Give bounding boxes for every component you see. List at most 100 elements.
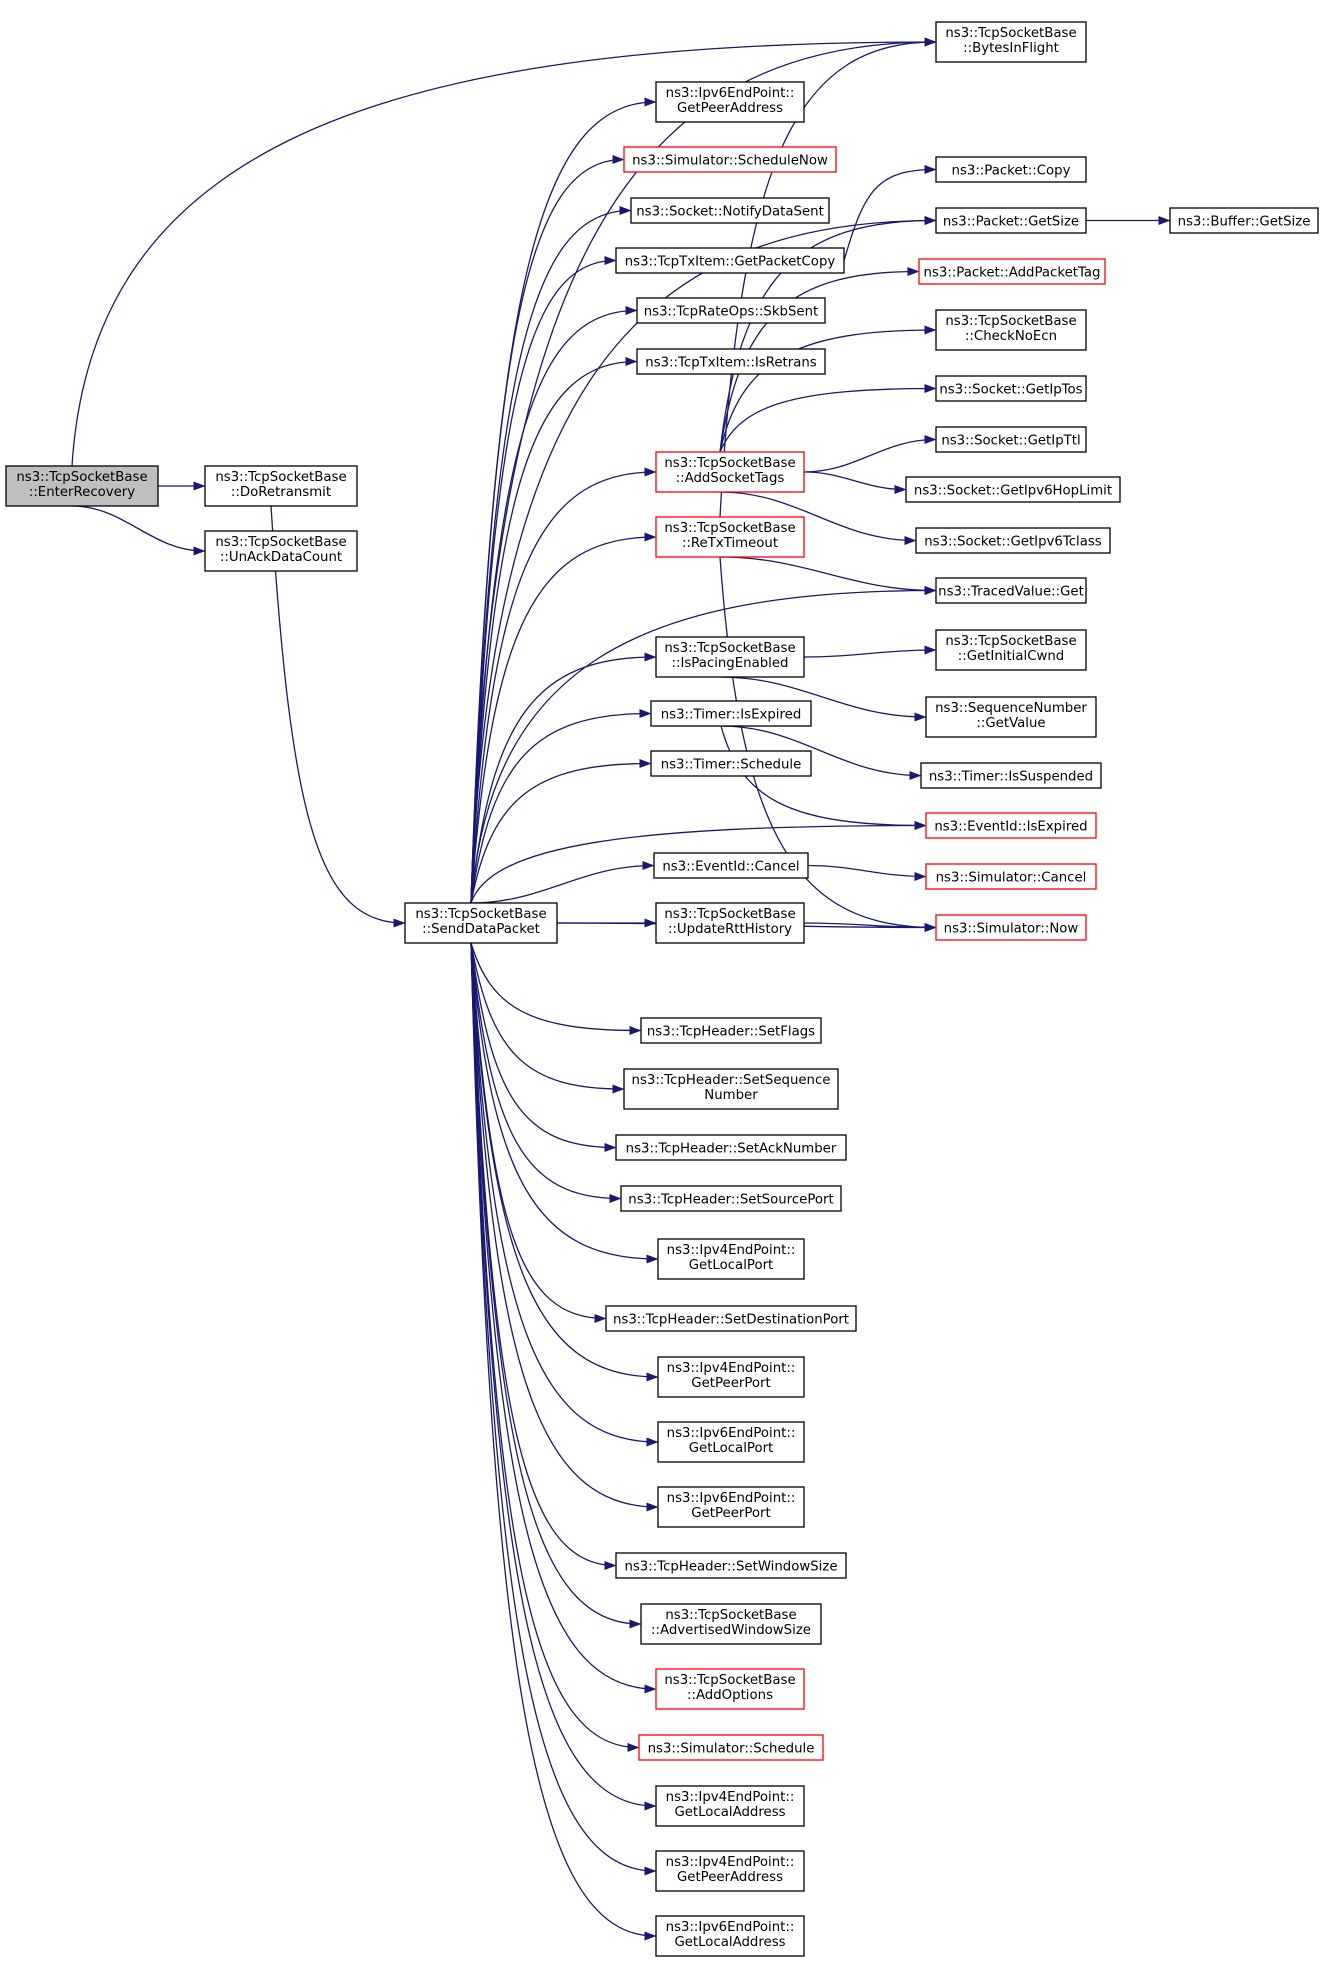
node-sim-schedule[interactable]: ns3::Simulator::Schedule: [638, 1734, 824, 1761]
node-box: [925, 696, 1097, 738]
edge-line: [719, 556, 936, 592]
edge-line: [470, 536, 656, 904]
edge-line: [470, 942, 641, 1032]
edge-line: [470, 712, 651, 904]
node-packet-get-size[interactable]: ns3::Packet::GetSize: [935, 207, 1087, 234]
node-label-line: ns3::TcpSocketBase: [664, 907, 795, 922]
node-timer-schedule[interactable]: ns3::Timer::Schedule: [650, 750, 812, 777]
edge-line: [470, 824, 926, 904]
node-get-packet-copy[interactable]: ns3::TcpTxItem::GetPacketCopy: [615, 247, 845, 274]
node-get-ipv6-hop-limit[interactable]: ns3::Socket::GetIpv6HopLimit: [905, 476, 1121, 503]
node-set-source-port[interactable]: ns3::TcpHeader::SetSourcePort: [620, 1185, 842, 1212]
edge-line: [719, 676, 926, 718]
edge-send_data_packet-to-ipv4_get_local_address: [470, 942, 657, 1811]
node-bytes-in-flight[interactable]: ns3::TcpSocketBase::BytesInFlight: [935, 21, 1087, 63]
node-sim-schedule-now[interactable]: ns3::Simulator::ScheduleNow: [623, 146, 837, 173]
node-add-options[interactable]: ns3::TcpSocketBase::AddOptions: [655, 1668, 805, 1710]
node-skb-sent[interactable]: ns3::TcpRateOps::SkbSent: [636, 297, 826, 324]
node-advertised-window-size[interactable]: ns3::TcpSocketBase::AdvertisedWindowSize: [640, 1603, 822, 1645]
edge-send_data_packet-to-add_socket_tags: [470, 467, 657, 904]
node-eventid-cancel[interactable]: ns3::EventId::Cancel: [653, 852, 809, 879]
node-box: [650, 750, 812, 777]
edge-line: [720, 725, 921, 777]
node-ipv4-get-local-port[interactable]: ns3::Ipv4EndPoint::GetLocalPort: [657, 1238, 805, 1280]
node-label-line: GetLocalPort: [689, 1441, 774, 1456]
arrowhead: [639, 708, 652, 719]
node-sim-cancel[interactable]: ns3::Simulator::Cancel: [925, 863, 1097, 890]
node-ipv6-get-peer-address[interactable]: ns3::Ipv6EndPoint::GetPeerAddress: [655, 81, 805, 123]
node-box: [636, 348, 826, 375]
edge-send_data_packet-to-is_retrans: [470, 356, 638, 904]
node-get-ip-ttl[interactable]: ns3::Socket::GetIpTtl: [935, 426, 1087, 453]
node-label-line: ::SendDataPacket: [422, 922, 540, 937]
node-box: [935, 629, 1087, 671]
node-label-line: ns3::TcpSocketBase: [16, 470, 147, 485]
node-get-initial-cwnd[interactable]: ns3::TcpSocketBase::GetInitialCwnd: [935, 629, 1087, 671]
node-is-retrans[interactable]: ns3::TcpTxItem::IsRetrans: [636, 348, 826, 375]
edge-retx_timeout-to-bytes_in_flight: [719, 37, 937, 518]
node-buffer-get-size[interactable]: ns3::Buffer::GetSize: [1169, 207, 1319, 234]
node-eventid-is-expired[interactable]: ns3::EventId::IsExpired: [925, 812, 1097, 839]
arrowhead: [629, 1619, 642, 1629]
node-box: [655, 1668, 805, 1710]
node-box: [655, 1785, 805, 1827]
node-box: [657, 1421, 805, 1463]
edge-send_data_packet-to-eventid_cancel: [470, 860, 655, 904]
node-update-rtt-history[interactable]: ns3::TcpSocketBase::UpdateRttHistory: [655, 902, 805, 944]
edge-line: [719, 491, 916, 542]
node-set-flags[interactable]: ns3::TcpHeader::SetFlags: [640, 1017, 822, 1044]
node-set-destination-port[interactable]: ns3::TcpHeader::SetDestinationPort: [605, 1305, 857, 1332]
node-ipv6-get-local-port[interactable]: ns3::Ipv6EndPoint::GetLocalPort: [657, 1421, 805, 1463]
node-timer-is-suspended[interactable]: ns3::Timer::IsSuspended: [920, 762, 1102, 789]
node-send-data-packet[interactable]: ns3::TcpSocketBase::SendDataPacket: [404, 902, 558, 944]
arrowhead: [193, 546, 206, 556]
node-get-ipv6-tclass[interactable]: ns3::Socket::GetIpv6Tclass: [915, 527, 1111, 554]
node-box: [620, 1185, 842, 1212]
edge-line: [470, 942, 656, 1937]
arrowhead: [644, 1684, 657, 1694]
edge-send_data_packet-to-sim_schedule_now: [470, 154, 625, 904]
node-seqnum-get-value[interactable]: ns3::SequenceNumber::GetValue: [925, 696, 1097, 738]
node-label-line: ns3::Packet::AddPacketTag: [924, 266, 1101, 281]
arrowhead: [914, 820, 927, 831]
node-retx-timeout[interactable]: ns3::TcpSocketBase::ReTxTimeout: [655, 516, 805, 558]
arrowhead: [646, 1254, 659, 1264]
node-label-line: ns3::Socket::NotifyDataSent: [636, 205, 824, 220]
node-add-socket-tags[interactable]: ns3::TcpSocketBase::AddSocketTags: [655, 451, 805, 493]
node-box: [920, 762, 1102, 789]
node-label-line: ns3::TracedValue::Get: [938, 585, 1084, 600]
node-sim-now[interactable]: ns3::Simulator::Now: [935, 914, 1087, 941]
node-box: [657, 1486, 805, 1528]
edge-line: [803, 471, 906, 491]
node-ipv4-get-local-address[interactable]: ns3::Ipv4EndPoint::GetLocalAddress: [655, 1785, 805, 1827]
edge-line: [470, 942, 658, 1378]
node-box: [935, 426, 1087, 453]
node-do-retransmit[interactable]: ns3::TcpSocketBase::DoRetransmit: [204, 465, 358, 507]
node-set-window-size[interactable]: ns3::TcpHeader::SetWindowSize: [615, 1552, 847, 1579]
node-unack-data-count[interactable]: ns3::TcpSocketBase::UnAckDataCount: [204, 530, 358, 572]
edge-send_data_packet-to-set_flags: [470, 942, 642, 1036]
node-traced-value-get[interactable]: ns3::TracedValue::Get: [935, 577, 1087, 604]
node-timer-is-expired[interactable]: ns3::Timer::IsExpired: [650, 700, 812, 727]
arrowhead: [625, 356, 638, 367]
node-packet-copy[interactable]: ns3::Packet::Copy: [935, 156, 1087, 183]
node-ipv6-get-peer-port[interactable]: ns3::Ipv6EndPoint::GetPeerPort: [657, 1486, 805, 1528]
node-check-no-ecn[interactable]: ns3::TcpSocketBase::CheckNoEcn: [935, 309, 1087, 351]
node-label-line: ns3::Ipv4EndPoint::: [667, 1243, 796, 1258]
node-ipv4-get-peer-address[interactable]: ns3::Ipv4EndPoint::GetPeerAddress: [655, 1850, 805, 1892]
node-label-line: ns3::TcpRateOps::SkbSent: [644, 305, 819, 320]
node-get-ip-tos[interactable]: ns3::Socket::GetIpTos: [935, 375, 1087, 402]
node-box: [636, 297, 826, 324]
node-enter-recovery[interactable]: ns3::TcpSocketBase::EnterRecovery: [5, 465, 159, 507]
edge-is_pacing_enabled-to-seqnum_get_value: [719, 676, 927, 722]
node-ipv6-get-local-address[interactable]: ns3::Ipv6EndPoint::GetLocalAddress: [655, 1915, 805, 1957]
node-add-packet-tag[interactable]: ns3::Packet::AddPacketTag: [918, 258, 1106, 285]
node-is-pacing-enabled[interactable]: ns3::TcpSocketBase::IsPacingEnabled: [655, 636, 805, 678]
node-set-ack-number[interactable]: ns3::TcpHeader::SetAckNumber: [615, 1134, 847, 1161]
node-ipv4-get-peer-port[interactable]: ns3::Ipv4EndPoint::GetPeerPort: [657, 1356, 805, 1398]
node-notify-data-sent[interactable]: ns3::Socket::NotifyDataSent: [630, 197, 830, 224]
node-label-line: ::EnterRecovery: [29, 485, 135, 500]
edge-send_data_packet-to-get_packet_copy: [470, 255, 617, 904]
node-label-line: ns3::Ipv6EndPoint::: [666, 1920, 795, 1935]
